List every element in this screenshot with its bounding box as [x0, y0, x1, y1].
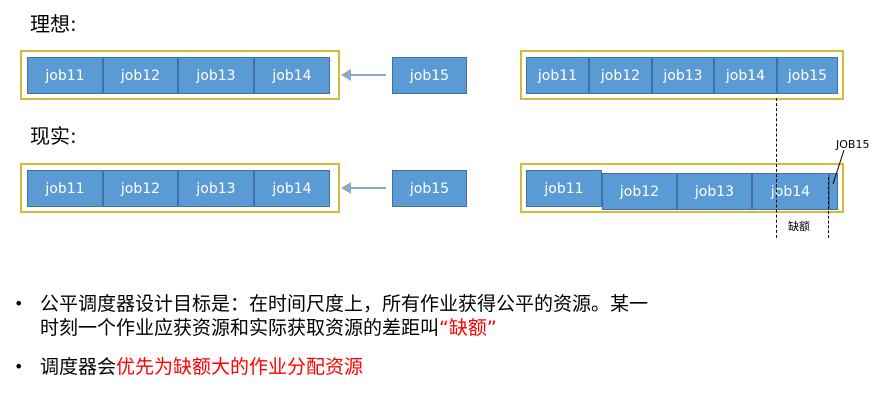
job15-sliver-box: [829, 173, 838, 210]
job-box: job12: [589, 57, 652, 94]
job-box: job12: [103, 57, 178, 94]
job-box: job12: [103, 170, 178, 207]
job-box: job13: [178, 57, 254, 94]
ideal-left-frame: [20, 50, 340, 100]
job15-pointer: [832, 149, 845, 185]
job-box: job13: [178, 170, 254, 207]
bullet-marker: •: [14, 294, 24, 313]
job15-label: JOB15: [836, 138, 870, 151]
bullet-1-line-1: 公平调度器设计目标是：在时间尺度上，所有作业获得公平的资源。某一: [40, 293, 649, 315]
job-box: job12: [602, 173, 677, 210]
arrow-line: [350, 74, 386, 76]
job-box: job14: [752, 173, 829, 210]
job-box: job15: [777, 57, 838, 94]
job-box: job13: [652, 57, 714, 94]
bullet-2-line: 调度器会优先为缺额大的作业分配资源: [40, 355, 363, 379]
job-box: job13: [677, 173, 752, 210]
incoming-job-box: job15: [392, 170, 467, 207]
bullet-2-highlight: 优先为缺额大的作业分配资源: [116, 356, 364, 378]
bullet-1-line-2: 时刻一个作业应获资源和实际获取资源的差距叫“缺额”: [40, 316, 497, 340]
reality-left-frame: [20, 163, 340, 213]
arrow-line: [350, 187, 386, 189]
job-box: job11: [27, 170, 103, 207]
reality-right-frame: [520, 163, 844, 213]
ideal-right-frame: [520, 50, 844, 100]
bullet-marker: •: [14, 357, 24, 376]
arrow-head: [341, 69, 351, 81]
arrow-head: [341, 182, 351, 194]
bullet-2-text: 调度器会: [40, 356, 117, 378]
bullet-item-1: • 公平调度器设计目标是：在时间尺度上，所有作业获得公平的资源。某一 时刻一个作…: [0, 292, 891, 342]
reality-heading: 现实:: [30, 124, 77, 148]
deficit-dash-right: [828, 177, 829, 238]
job-box: job11: [27, 57, 103, 94]
deficit-term: “缺额”: [439, 317, 497, 339]
ideal-heading: 理想:: [30, 12, 77, 36]
job-box: job14: [714, 57, 777, 94]
job-box: job14: [254, 57, 330, 94]
bullet-1-line-2-text: 时刻一个作业应获资源和实际获取资源的差距叫: [40, 317, 440, 339]
job-box: job11: [526, 57, 589, 94]
bullet-item-2: • 调度器会优先为缺额大的作业分配资源: [0, 355, 891, 381]
incoming-job-box: job15: [392, 57, 467, 94]
deficit-dash-left: [776, 98, 777, 238]
deficit-label: 缺额: [788, 220, 810, 233]
job-box: job11: [526, 170, 602, 207]
job-box: job14: [254, 170, 330, 207]
